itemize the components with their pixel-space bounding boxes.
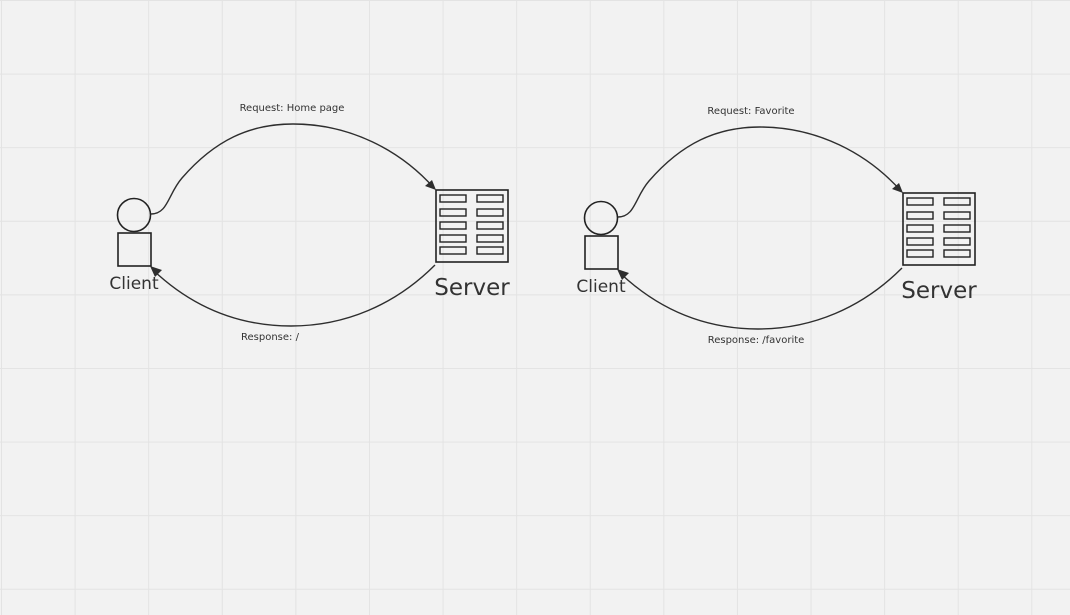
server-slot — [906, 197, 934, 206]
server-rack-icon[interactable] — [435, 189, 509, 263]
server-slot — [476, 221, 504, 230]
diagram-favorite[interactable]: Client Server Request: Favorite Respon — [576, 106, 977, 346]
client-person-icon[interactable] — [583, 200, 619, 270]
request-label[interactable]: Request: Favorite — [707, 106, 794, 117]
client-head — [583, 200, 619, 236]
client-head — [116, 197, 152, 233]
server-slot — [439, 194, 467, 203]
server-slot — [439, 221, 467, 230]
client-label[interactable]: Client — [576, 277, 626, 297]
response-label[interactable]: Response: / — [241, 332, 300, 343]
server-slot — [906, 237, 934, 246]
client-body — [117, 232, 152, 267]
client-person-icon[interactable] — [116, 197, 152, 267]
request-label[interactable]: Request: Home page — [240, 103, 345, 114]
diagram-home-page[interactable]: Client Server Request: Home page — [109, 103, 510, 343]
server-slot — [943, 197, 971, 206]
server-slot — [476, 234, 504, 243]
client-label[interactable]: Client — [109, 274, 159, 294]
response-arrowhead — [150, 266, 162, 277]
server-slot — [439, 208, 467, 217]
response-arrow[interactable] — [152, 264, 436, 327]
server-slot — [439, 246, 467, 255]
server-slot — [943, 224, 971, 233]
request-arrowhead — [425, 180, 436, 190]
server-slot — [476, 246, 504, 255]
server-label[interactable]: Server — [901, 278, 977, 304]
server-slot — [943, 237, 971, 246]
request-arrow[interactable] — [150, 123, 435, 215]
response-arrow[interactable] — [619, 267, 903, 330]
server-slot — [943, 211, 971, 220]
client-body — [584, 235, 619, 270]
server-slot — [476, 208, 504, 217]
server-slot — [906, 224, 934, 233]
server-slot — [906, 211, 934, 220]
server-rack-icon[interactable] — [902, 192, 976, 266]
server-slot — [943, 249, 971, 258]
server-box — [902, 192, 976, 266]
response-label[interactable]: Response: /favorite — [708, 335, 805, 346]
server-label[interactable]: Server — [434, 275, 510, 301]
request-arrow[interactable] — [617, 126, 902, 218]
request-arrowhead — [892, 183, 903, 193]
response-arrowhead — [617, 269, 629, 280]
server-slot — [476, 194, 504, 203]
server-slot — [906, 249, 934, 258]
server-slot — [439, 234, 467, 243]
server-box — [435, 189, 509, 263]
